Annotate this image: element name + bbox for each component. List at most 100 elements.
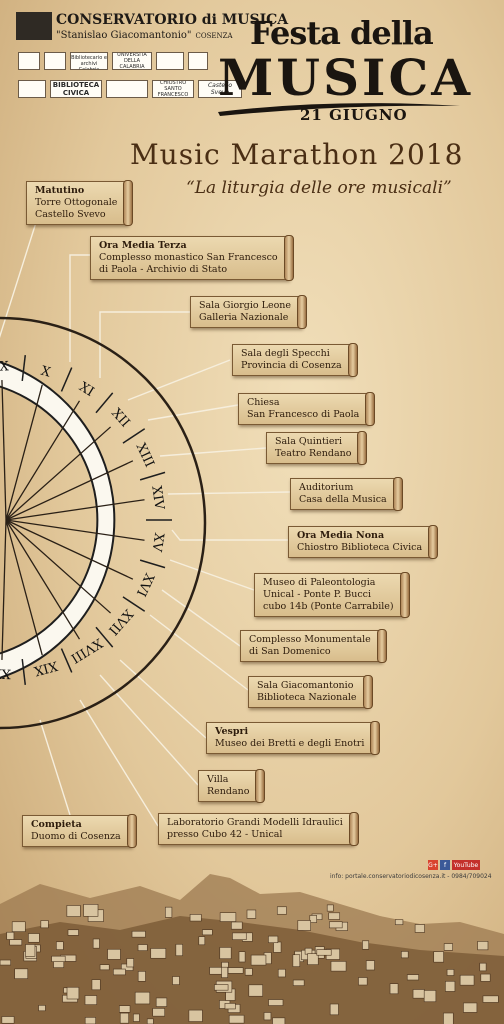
dial-tick bbox=[139, 471, 166, 481]
conservatory-logo bbox=[16, 12, 52, 40]
dial-spoke bbox=[5, 519, 43, 656]
event-line: Duomo di Cosenza bbox=[31, 831, 121, 842]
house-shape bbox=[175, 943, 183, 957]
house-shape bbox=[224, 1003, 236, 1010]
house-shape bbox=[445, 980, 456, 992]
event-line: Teatro Rendano bbox=[275, 448, 352, 459]
dial-spoke bbox=[5, 499, 145, 521]
house-shape bbox=[477, 941, 489, 951]
dial-spoke bbox=[5, 519, 81, 640]
dial-tick bbox=[95, 626, 114, 648]
partner-logos-row-2: BIBLIOTECA CIVICA CHIOSTRO SANTO FRANCES… bbox=[18, 80, 242, 98]
house-shape bbox=[113, 968, 126, 976]
event-matutino: Matutino Torre Ottogonale Castello Svevo bbox=[26, 180, 134, 226]
dial-hour-numeral: XIII bbox=[133, 441, 157, 470]
house-shape bbox=[172, 976, 180, 985]
house-shape bbox=[84, 995, 98, 1005]
dial-tick bbox=[21, 355, 27, 382]
festa-line1: Festa della bbox=[250, 14, 434, 52]
event-sala-specchi: Sala degli Specchi Provincia di Cosenza bbox=[232, 343, 358, 377]
house-shape bbox=[28, 933, 40, 943]
event-sala-giorgio-leone: Sala Giorgio Leone Galleria Nazionale bbox=[190, 295, 308, 329]
event-name: Compieta bbox=[31, 819, 82, 830]
event-villa-rendano: Villa Rendano bbox=[198, 769, 267, 803]
house-shape bbox=[164, 906, 173, 918]
google-plus-icon[interactable]: G+ bbox=[428, 860, 438, 870]
house-shape bbox=[137, 944, 148, 951]
house-shape bbox=[362, 940, 370, 950]
dial-tick bbox=[122, 596, 146, 612]
connector-line bbox=[39, 719, 71, 816]
house-shape bbox=[66, 905, 81, 917]
house-shape bbox=[51, 955, 66, 962]
event-chiesa: Chiesa San Francesco di Paola bbox=[238, 392, 376, 426]
house-shape bbox=[155, 997, 168, 1007]
event-line: Castello Svevo bbox=[35, 209, 106, 220]
house-shape bbox=[202, 929, 213, 936]
dial-hour-numeral: IX bbox=[0, 359, 10, 374]
event-nona: Ora Media Nona Chiostro Biblioteca Civic… bbox=[288, 525, 439, 559]
event-auditorium: Auditorium Casa della Musica bbox=[290, 477, 403, 511]
connector-line bbox=[147, 404, 239, 421]
house-shape bbox=[246, 909, 257, 919]
partner-logo bbox=[188, 52, 208, 70]
dial-hour-numeral: XIV bbox=[148, 485, 166, 511]
house-shape bbox=[263, 1012, 272, 1021]
event-line: di Paola - Archivio di Stato bbox=[99, 264, 228, 275]
house-shape bbox=[482, 995, 499, 1003]
facebook-icon[interactable]: f bbox=[440, 860, 450, 870]
house-shape bbox=[443, 943, 453, 951]
connector-line bbox=[149, 614, 249, 691]
house-shape bbox=[329, 921, 343, 929]
house-shape bbox=[394, 919, 404, 926]
event-name: Ora Media Terza bbox=[99, 240, 187, 251]
biblioteca-civica-logo: BIBLIOTECA CIVICA bbox=[50, 80, 102, 98]
event-museo-paleontologia: Museo di Paleontologia Unical - Ponte P.… bbox=[254, 572, 410, 618]
dial-tick bbox=[21, 658, 27, 685]
event-sala-quintieri: Sala Quintieri Teatro Rendano bbox=[266, 431, 368, 465]
house-shape bbox=[137, 971, 146, 982]
event-line: Sala Giacomantonio bbox=[257, 680, 354, 691]
house-shape bbox=[358, 977, 368, 986]
connector-line bbox=[69, 254, 92, 362]
festa-date: 21 GIUGNO bbox=[300, 106, 408, 124]
event-line: Sala Giorgio Leone bbox=[199, 300, 292, 311]
event-terza: Ora Media Terza Complesso monastico San … bbox=[90, 235, 294, 281]
partner-logo bbox=[106, 80, 148, 98]
house-shape bbox=[309, 915, 317, 923]
dial-tick bbox=[60, 648, 73, 673]
house-shape bbox=[328, 912, 341, 920]
swoosh-icon bbox=[218, 103, 460, 116]
dial-hour-numeral: XI bbox=[76, 380, 96, 400]
house-shape bbox=[326, 904, 334, 912]
house-shape bbox=[67, 929, 79, 936]
dial-hour-numeral: X bbox=[39, 364, 53, 381]
house-shape bbox=[316, 949, 332, 956]
house-shape bbox=[1, 1016, 15, 1024]
house-shape bbox=[92, 938, 100, 949]
house-shape bbox=[198, 936, 206, 946]
dial-hour-numeral: XII bbox=[108, 406, 132, 431]
house-shape bbox=[414, 924, 425, 933]
house-shape bbox=[189, 914, 202, 922]
dial-spoke bbox=[5, 426, 112, 521]
house-shape bbox=[14, 968, 29, 979]
dial-spoke bbox=[5, 460, 134, 521]
event-line: cubo 14b (Ponte Carrabile) bbox=[263, 601, 394, 612]
event-line: Complesso monastico San Francesco bbox=[99, 252, 278, 263]
house-shape bbox=[83, 904, 99, 917]
house-shape bbox=[146, 1018, 154, 1024]
house-shape bbox=[443, 1012, 454, 1024]
house-shape bbox=[66, 986, 80, 1000]
partner-logo bbox=[156, 52, 184, 70]
event-line: presso Cubo 42 - Unical bbox=[167, 829, 283, 840]
event-line: Museo di Paleontologia bbox=[263, 577, 376, 588]
connector-line bbox=[169, 559, 255, 591]
house-shape bbox=[292, 979, 305, 986]
event-line: Laboratorio Grandi Modelli Idraulici bbox=[167, 817, 343, 828]
house-shape bbox=[459, 974, 475, 986]
dial-hour-numeral: XX bbox=[0, 665, 11, 681]
house-shape bbox=[219, 947, 232, 960]
youtube-icon[interactable]: YouTube bbox=[452, 860, 480, 870]
event-line: San Francesco di Paola bbox=[247, 409, 360, 420]
